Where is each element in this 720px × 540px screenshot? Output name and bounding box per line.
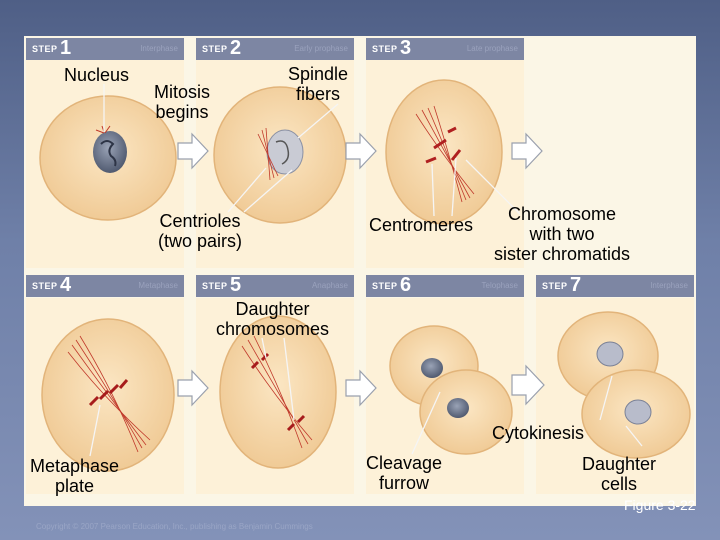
step-word: STEP xyxy=(372,281,398,291)
step-header-6: STEP 6 Telophase xyxy=(366,274,524,297)
step-number: 7 xyxy=(570,274,582,296)
step-phase: Metaphase xyxy=(138,281,178,290)
step4-cell xyxy=(41,318,175,472)
step-number: 5 xyxy=(230,274,242,296)
step-header-2: STEP 2 Early prophase xyxy=(196,37,354,60)
arrow-4-5 xyxy=(177,369,209,407)
label-metaphase-plate: Metaphase plate xyxy=(30,456,120,496)
label-cleavage-furrow: Cleavage furrow xyxy=(366,453,443,493)
arrow-1-2 xyxy=(177,132,209,170)
step-phase: Late prophase xyxy=(466,44,518,53)
step-word: STEP xyxy=(202,281,228,291)
step-phase: Anaphase xyxy=(311,281,348,290)
label-nucleus: Nucleus xyxy=(64,65,130,85)
label-cytokinesis: Cytokinesis xyxy=(492,423,585,443)
leader-lines xyxy=(89,84,643,457)
step-number: 3 xyxy=(400,37,412,59)
step-word: STEP xyxy=(202,44,228,54)
step6-cell xyxy=(389,325,513,455)
step-word: STEP xyxy=(32,44,58,54)
step1-cell xyxy=(39,95,177,221)
step-phase: Early prophase xyxy=(294,44,348,53)
label-spindle-fibers: Spindle fibers xyxy=(288,64,349,104)
step-word: STEP xyxy=(32,281,58,291)
step-number: 2 xyxy=(230,37,242,59)
arrow-3-next xyxy=(511,132,543,170)
label-chromosome: Chromosome with two sister chromatids xyxy=(494,204,631,264)
copyright-text: Copyright © 2007 Pearson Education, Inc.… xyxy=(36,522,313,531)
step7-cells xyxy=(557,311,691,459)
step-number: 1 xyxy=(60,37,72,59)
label-daughter-chromosomes: Daughter chromosomes xyxy=(216,299,330,339)
arrow-6-7 xyxy=(511,364,545,406)
step-header-3: STEP 3 Late prophase xyxy=(366,37,524,60)
label-centrioles: Centrioles (two pairs) xyxy=(158,211,243,251)
step-number: 6 xyxy=(400,274,412,296)
step5-cell xyxy=(219,315,337,469)
label-mitosis-begins: Mitosis begins xyxy=(154,82,211,122)
arrow-2-3 xyxy=(345,132,377,170)
label-centromeres: Centromeres xyxy=(369,215,474,235)
step-word: STEP xyxy=(542,281,568,291)
arrow-5-6 xyxy=(345,369,377,407)
label-daughter-cells: Daughter cells xyxy=(582,454,657,494)
arrows xyxy=(177,132,545,407)
step-phase: Interphase xyxy=(140,44,178,53)
figure-label: Figure 3-22 xyxy=(624,497,696,513)
step-phase: Telophase xyxy=(481,281,518,290)
step-phase: Interphase xyxy=(650,281,688,290)
step-header-4: STEP 4 Metaphase xyxy=(26,274,184,297)
step3-cell xyxy=(385,79,503,225)
step-word: STEP xyxy=(372,44,398,54)
step-header-5: STEP 5 Anaphase xyxy=(196,274,354,297)
step-header-1: STEP 1 Interphase xyxy=(26,37,184,60)
step-number: 4 xyxy=(60,274,72,296)
step2-cell xyxy=(213,86,347,224)
step-header-7: STEP 7 Interphase xyxy=(536,274,694,297)
